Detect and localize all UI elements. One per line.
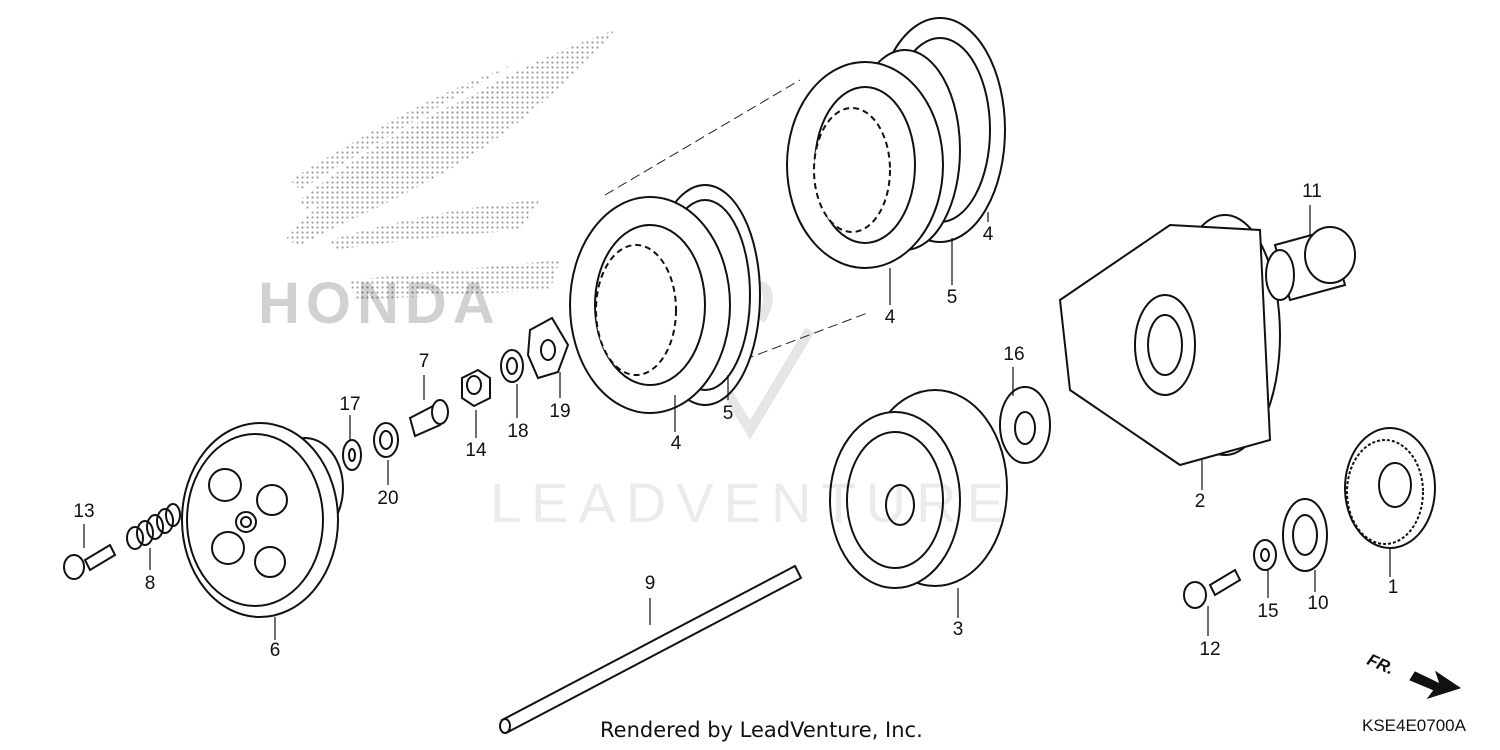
front-direction-arrow: [1409, 670, 1462, 699]
lock-nut-14: [461, 368, 491, 408]
leader-lines: [83, 205, 1391, 640]
callout-5a[interactable]: 5: [722, 403, 734, 424]
clutch-plate-set-right: [786, 17, 1006, 269]
callout-15[interactable]: 15: [1257, 601, 1279, 622]
clutch-outer-basket: [1058, 214, 1281, 467]
callout-7[interactable]: 7: [418, 351, 430, 372]
thrust-washer-16: [999, 386, 1051, 464]
honda-brand-text: HONDA: [258, 271, 501, 336]
callout-4a[interactable]: 4: [670, 433, 682, 454]
callout-10[interactable]: 10: [1307, 593, 1329, 614]
primary-drive-gear-1: [1344, 427, 1436, 549]
callout-9[interactable]: 9: [644, 573, 656, 594]
washer-15: [1253, 539, 1277, 571]
callout-19[interactable]: 19: [549, 401, 571, 422]
collar-11: [1265, 226, 1356, 302]
clutch-plate-set-left: [569, 184, 761, 414]
callout-17[interactable]: 17: [339, 394, 361, 415]
callout-13[interactable]: 13: [73, 501, 95, 522]
callout-5b[interactable]: 5: [946, 287, 958, 308]
callout-2[interactable]: 2: [1194, 491, 1206, 512]
callout-16[interactable]: 16: [1003, 344, 1025, 365]
clutch-spring: [126, 503, 181, 550]
callout-18[interactable]: 18: [507, 421, 529, 442]
bearing-20: [373, 422, 399, 458]
washer-17: [342, 439, 362, 471]
callout-20[interactable]: 20: [377, 488, 399, 509]
gear-10: [1282, 498, 1328, 572]
callout-8[interactable]: 8: [144, 573, 156, 594]
callout-6[interactable]: 6: [269, 640, 281, 661]
bolt-12: [1183, 568, 1242, 609]
diagram-code: KSE4E0700A: [1362, 716, 1466, 735]
bolt-13: [63, 543, 117, 580]
callout-11[interactable]: 11: [1302, 181, 1322, 202]
washer-18: [500, 349, 524, 383]
clutch-center: [829, 389, 1008, 589]
callout-3[interactable]: 3: [952, 619, 964, 640]
callout-12[interactable]: 12: [1199, 639, 1221, 660]
push-rod: [499, 564, 803, 734]
render-credit: Rendered by LeadVenture, Inc.: [600, 718, 923, 742]
lifter-piece-7: [408, 399, 449, 438]
honda-wing-logo: [285, 30, 615, 300]
callout-4c[interactable]: 4: [982, 224, 994, 245]
callout-1[interactable]: 1: [1387, 577, 1399, 598]
leadventure-watermark-text: LEADVENTURE: [490, 471, 1014, 534]
pressure-plate: [181, 422, 344, 618]
lock-washer-19: [526, 316, 570, 380]
callout-4b[interactable]: 4: [884, 307, 896, 328]
callout-14[interactable]: 14: [465, 440, 487, 461]
explode-guide-lines: [604, 79, 871, 366]
